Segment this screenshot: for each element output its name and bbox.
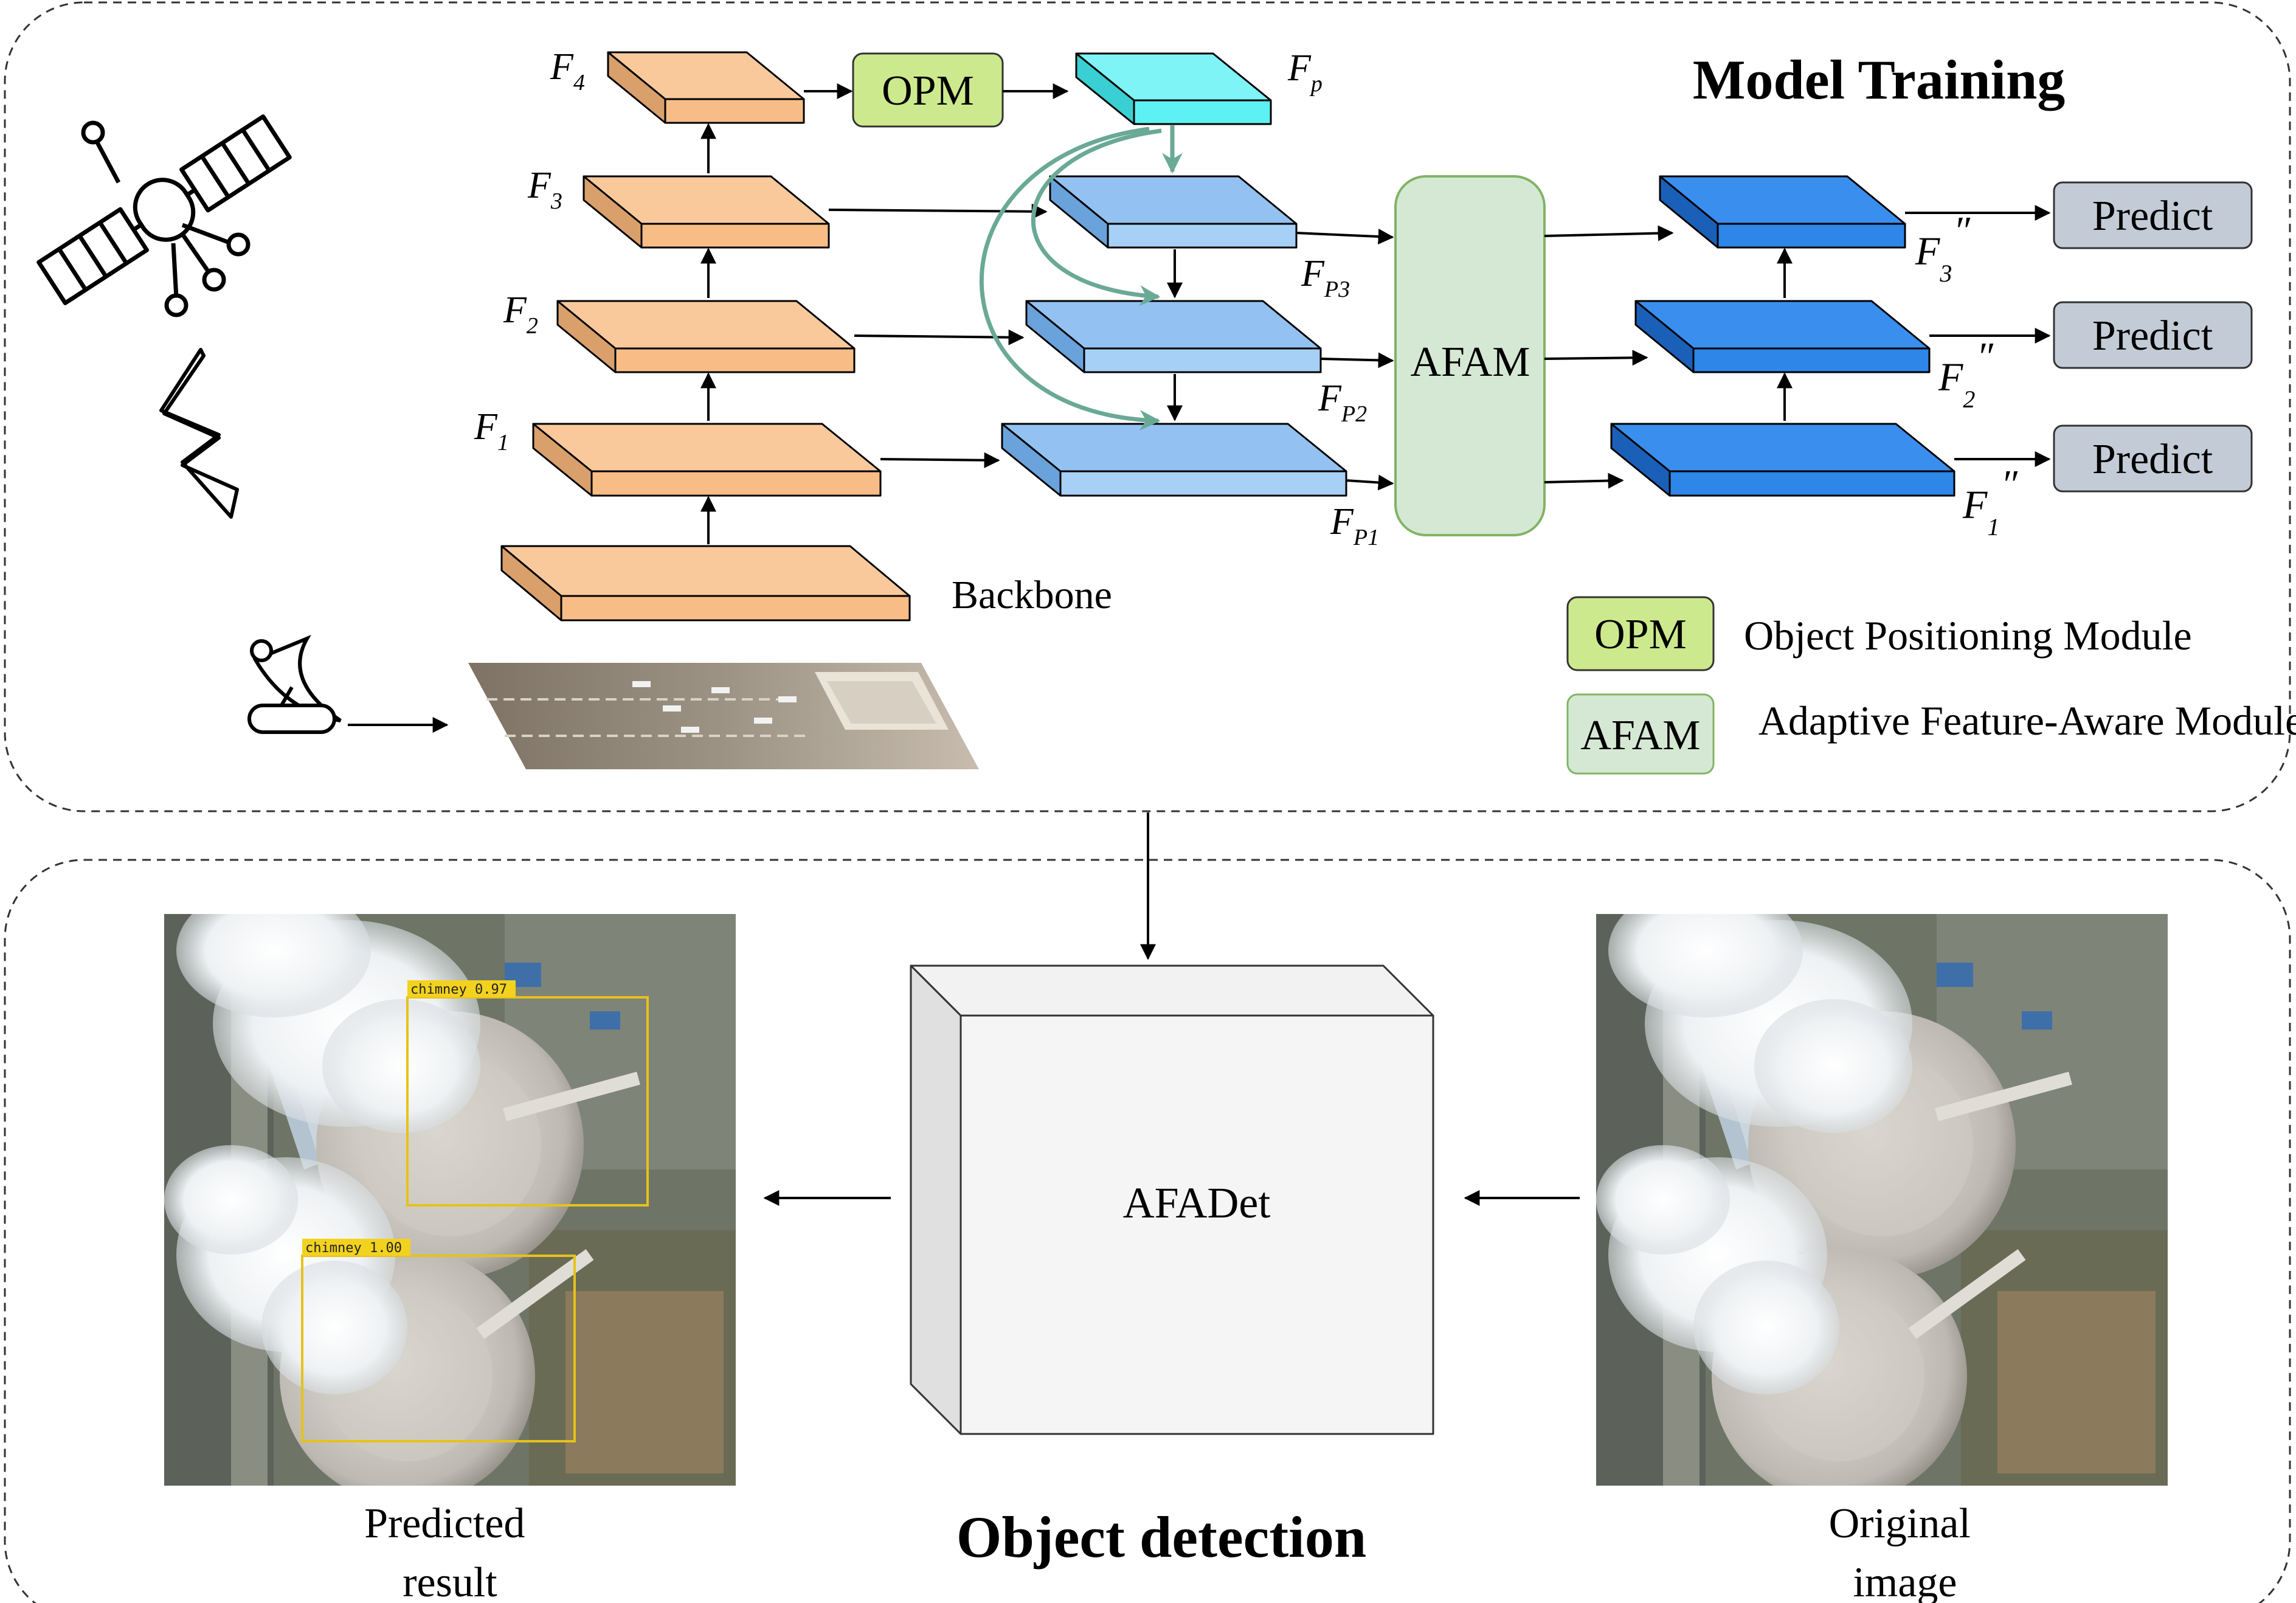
svg-text:FP1: FP1 [1330, 501, 1379, 550]
svg-text:Predict: Predict [2092, 436, 2213, 483]
svg-text:F1: F1 [474, 406, 509, 455]
radar-dish-icon [247, 634, 342, 734]
afam-box [1394, 175, 1546, 536]
svg-text:Predict: Predict [2092, 193, 2213, 240]
svg-text:Fp: Fp [1287, 47, 1323, 97]
original-image [1596, 884, 2168, 1504]
afadet-label: AFADet [1123, 1179, 1271, 1227]
pyramid-to-afam-arrows [1296, 228, 1394, 491]
predicted-result-caption: Predicted result [364, 1500, 536, 1603]
svg-text:chimney 0.97: chimney 0.97 [410, 982, 507, 997]
output-map-f3 [1659, 175, 1906, 249]
svg-text:FP3: FP3 [1301, 253, 1350, 302]
lightning-icon [159, 348, 239, 519]
pyramid-map-p1 [1001, 423, 1347, 497]
predict-arrows [1905, 205, 2051, 467]
f3-label: F3 [527, 165, 562, 214]
fp-guidance-arrows [979, 125, 1183, 431]
feature-map-f2 [556, 300, 856, 373]
output-map-f1 [1610, 423, 1955, 497]
predict-box-3: Predict [2053, 424, 2253, 493]
legend-afam: AFAM Adaptive Feature-Aware Module [1566, 693, 2296, 775]
model-training-title: Model Training [1693, 49, 2066, 111]
svg-text:F1″: F1″ [1962, 462, 2018, 541]
svg-text:chimney 1.00: chimney 1.00 [305, 1241, 402, 1256]
f3-double-prime-label: F3″ [1915, 209, 1971, 287]
feature-map-f4 [607, 51, 805, 124]
lateral-connection-arrows [828, 203, 1048, 468]
svg-text:F2″: F2″ [1938, 334, 1994, 413]
f2-label: F2 [503, 289, 538, 339]
model-training-panel [4, 1, 2291, 812]
pyramid-map-p2 [1025, 300, 1322, 373]
fp3-label: FP3 [1301, 253, 1350, 302]
afam-output-arrows [1544, 225, 1674, 489]
backbone-label: Backbone [952, 573, 1112, 617]
fp2-label: FP2 [1318, 378, 1367, 427]
fp1-label: FP1 [1330, 501, 1379, 550]
f1-double-prime-label: F1″ [1962, 462, 2018, 541]
predict-box-2: Predict [2053, 301, 2253, 369]
f4-label: F4 [550, 46, 585, 95]
fp-feature-map [1075, 52, 1272, 125]
svg-text:FP2: FP2 [1318, 378, 1367, 427]
input-remote-sensing-image [468, 663, 979, 769]
feature-map-f1 [532, 423, 882, 497]
opm-label: OPM [882, 68, 974, 114]
original-image-caption: Original image [1829, 1500, 1982, 1603]
legend-afam-text: Adaptive Feature-Aware Module [1758, 698, 2296, 744]
legend-opm: OPM Object Positioning Module [1566, 596, 2192, 671]
svg-text:OPM: OPM [1594, 611, 1687, 658]
afadet-model-box [910, 964, 1434, 1435]
pyramid-map-p3 [1049, 175, 1298, 249]
predicted-result-image: chimney 0.97 chimney 1.00 [164, 884, 736, 1504]
svg-text:F3: F3 [527, 165, 562, 214]
fp-label: Fp [1287, 47, 1323, 97]
feature-map-f3 [583, 175, 830, 249]
f1-label: F1 [474, 406, 509, 455]
svg-text:F3″: F3″ [1915, 209, 1971, 287]
backbone-block [500, 545, 911, 621]
svg-text:Object Positioning Module: Object Positioning Module [1744, 612, 2192, 659]
svg-text:Predict: Predict [2092, 313, 2213, 359]
f2-double-prime-label: F2″ [1938, 334, 1994, 413]
object-detection-title: Object detection [956, 1504, 1366, 1570]
afam-label: AFAM [1410, 339, 1530, 386]
svg-text:AFAM: AFAM [1580, 712, 1700, 759]
detection-box-2: chimney 1.00 [301, 1239, 576, 1442]
detection-box-1: chimney 0.97 [406, 980, 649, 1207]
svg-text:F4: F4 [550, 46, 585, 95]
predict-box-1: Predict [2053, 181, 2253, 249]
svg-text:F2: F2 [503, 289, 538, 339]
satellite-icon [36, 114, 292, 317]
output-map-f2 [1634, 300, 1931, 373]
